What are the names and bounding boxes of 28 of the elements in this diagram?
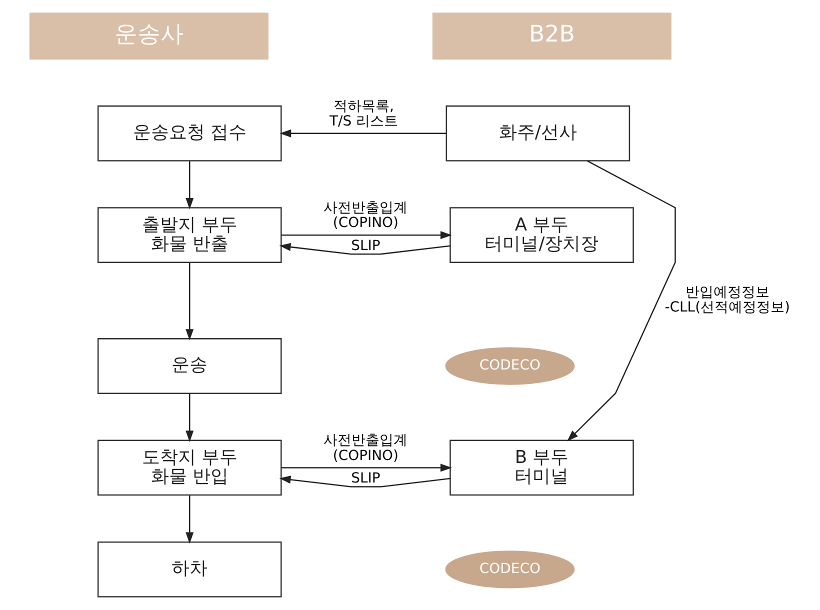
edge-label: 반입예정정보 -CLL(선적예정정보) [664,284,790,316]
edge-label: 사전반출입계 (COPINO) [323,200,408,232]
arrow [185,262,194,341]
node-box: 운송 [96,338,282,394]
arrow [185,161,194,210]
node-box: 운송사 [28,12,268,60]
node-box: 출발지 부두 화물 반출 [96,207,282,264]
edge-label: 적하목록, T/S 리스트 [329,98,398,130]
node-box: 도착지 부두 화물 반입 [96,440,282,496]
edge-label: SLIP [350,238,380,254]
node-box: B 부두 터미널 [449,440,634,496]
arrow [278,476,450,488]
node-box: B2B [432,12,671,60]
node-box: 운송요청 접수 [96,105,282,162]
edge-label: SLIP [350,470,380,487]
node-box: A 부두 터미널/장치장 [449,207,634,264]
node-ellipse: CODECO [444,550,574,588]
arrow [185,496,194,544]
node-box: 화주/선사 [445,105,630,162]
node-box: 하차 [96,541,282,598]
arrow [279,129,446,138]
edge-label: 사전반출입계 (COPINO) [323,432,408,464]
arrow [280,464,452,472]
arrow [280,231,452,240]
arrow [185,394,194,442]
arrow [566,160,676,442]
arrow [278,243,450,255]
node-ellipse: CODECO [444,347,574,385]
